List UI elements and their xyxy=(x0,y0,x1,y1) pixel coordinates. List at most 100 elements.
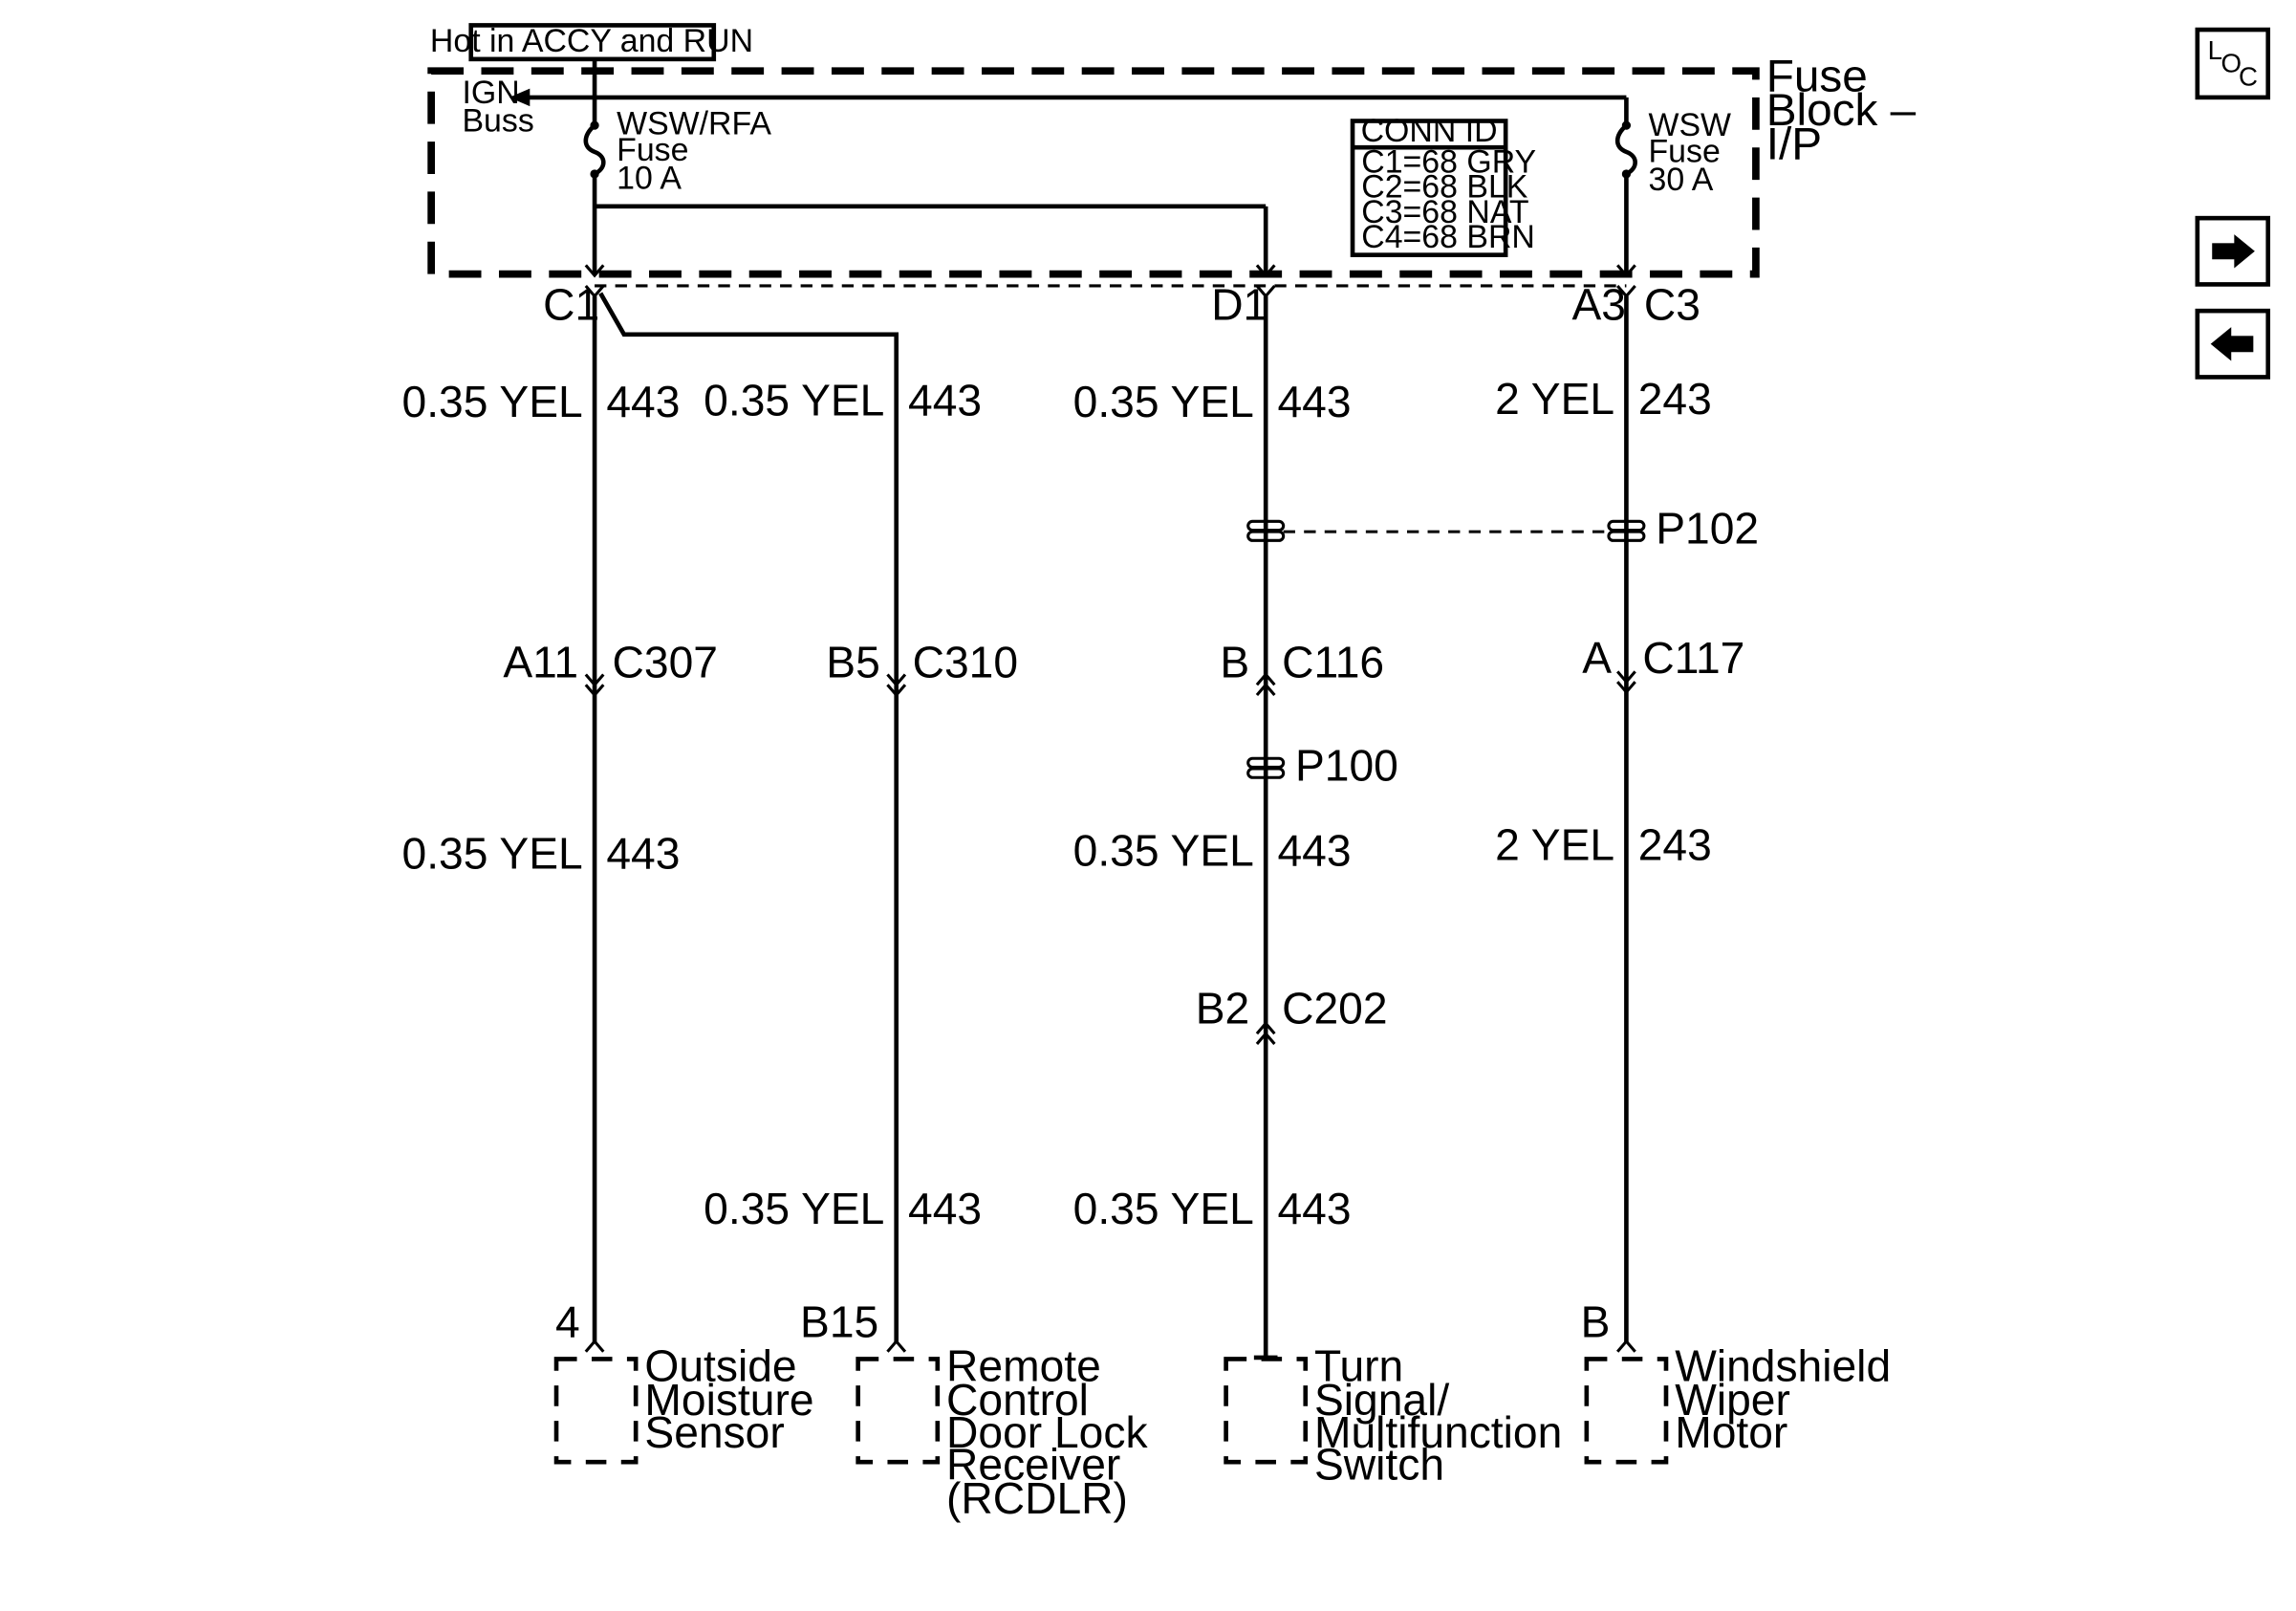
connector-a3-label: A3 xyxy=(1571,279,1626,329)
conn-id-row: C4=68 BRN xyxy=(1361,219,1535,255)
wire-1-mid-color: 0.35 YEL xyxy=(402,829,583,879)
wiper-motor-line: Wiper xyxy=(1675,1375,1790,1425)
grommet-p102-label: P102 xyxy=(1656,503,1759,553)
connector-c307-label: C307 xyxy=(613,638,718,687)
conn-id-row: C2=68 BLK xyxy=(1361,169,1528,206)
wiper-motor-box xyxy=(1584,1357,1669,1465)
arrow-right-icon xyxy=(2212,234,2255,269)
hot-label: Hot in ACCY and RUN xyxy=(430,23,753,59)
wiper-motor-line: Motor xyxy=(1675,1407,1787,1457)
fuse-left-name: WSW/RFA xyxy=(617,105,771,142)
ign-buss-label-2: Buss xyxy=(462,102,533,139)
arrow-left-icon xyxy=(2210,327,2254,361)
wire-3-bot-circuit: 443 xyxy=(1277,1184,1351,1233)
wire-4-mid-circuit: 243 xyxy=(1638,819,1712,869)
grommet-wire-3 xyxy=(1246,519,1286,542)
wiper-motor-line: Windshield xyxy=(1675,1341,1891,1391)
pin-b-label: B xyxy=(1581,1296,1611,1346)
wire-1-circuit: 443 xyxy=(606,377,680,426)
connector-b2-label: B2 xyxy=(1196,983,1250,1033)
rcdlr-line: (RCDLR) xyxy=(946,1473,1128,1523)
pin-outside-moisture xyxy=(584,1339,605,1353)
connector-c116-symbol xyxy=(1255,672,1276,697)
turn-signal-line: Signal/ xyxy=(1314,1375,1449,1425)
turn-signal-line: Multifunction xyxy=(1314,1407,1562,1457)
fuse-block-title-1: Fuse xyxy=(1766,52,1868,102)
wire-4-circuit: 243 xyxy=(1638,374,1712,424)
fuse-right-terminal-bottom xyxy=(1621,169,1632,179)
rcdlr-line: Door Lock xyxy=(946,1407,1148,1457)
connector-c1-label: C1 xyxy=(543,279,599,329)
rcdlr-box xyxy=(856,1357,941,1465)
loc-letter: O xyxy=(2220,49,2242,78)
wire-3-mid-circuit: 443 xyxy=(1277,826,1351,876)
wire-2-bot-circuit: 443 xyxy=(908,1184,982,1233)
grommet-p100 xyxy=(1246,756,1286,779)
wire-1-mid-circuit: 443 xyxy=(606,829,680,879)
fuse-right-rating: 30 A xyxy=(1649,162,1714,198)
turn-signal-switch-box xyxy=(1224,1357,1309,1465)
connector-c202-symbol xyxy=(1255,1021,1276,1045)
hot-label-box xyxy=(468,23,717,62)
outside-moisture-line: Moisture xyxy=(644,1375,813,1425)
connector-d1-label: D1 xyxy=(1211,279,1267,329)
connector-c3-label: C3 xyxy=(1644,279,1700,329)
fuse-right-name: WSW xyxy=(1649,107,1732,143)
wire-3-bot-color: 0.35 YEL xyxy=(1073,1184,1254,1233)
loc-letter: L xyxy=(2208,35,2222,65)
connector-c116-label: C116 xyxy=(1282,638,1384,687)
connector-b5-label: B5 xyxy=(826,638,879,687)
pin-4-label: 4 xyxy=(555,1296,580,1346)
wire-3-color: 0.35 YEL xyxy=(1073,377,1254,426)
fuse-block-outline xyxy=(427,67,1760,278)
wire-3-circuit: 443 xyxy=(1277,377,1351,426)
ign-buss-label-1: IGN xyxy=(462,75,519,111)
connector-c117-symbol xyxy=(1616,670,1636,695)
fuse-right-symbol xyxy=(1614,123,1637,274)
turn-signal-line: Switch xyxy=(1314,1440,1444,1490)
pin-wiper-motor xyxy=(1616,1339,1636,1353)
grommet-p100-label: P100 xyxy=(1295,740,1398,790)
outside-moisture-line: Outside xyxy=(644,1341,796,1391)
location-button[interactable]: L O C xyxy=(2195,27,2271,100)
rcdlr-line: Receiver xyxy=(946,1440,1120,1490)
connector-a11-label: A11 xyxy=(503,638,578,687)
fuse-right-word: Fuse xyxy=(1649,134,1721,170)
connector-b-label: B xyxy=(1220,638,1249,687)
wire-2-color: 0.35 YEL xyxy=(704,375,884,425)
fuse-left-rating: 10 A xyxy=(617,160,682,196)
pin-rcdlr xyxy=(886,1339,907,1353)
wire-3-mid-color: 0.35 YEL xyxy=(1073,826,1254,876)
connector-c310-symbol xyxy=(886,673,907,698)
fuse-left-terminal-bottom xyxy=(590,169,599,179)
fuse-left-word: Fuse xyxy=(617,132,688,168)
previous-page-button[interactable] xyxy=(2195,308,2271,380)
fuse-block-title-2: Block – xyxy=(1766,85,1917,136)
wire-2-bot-color: 0.35 YEL xyxy=(704,1184,884,1233)
turn-signal-line: Turn xyxy=(1314,1341,1403,1391)
rcdlr-line: Control xyxy=(946,1375,1089,1425)
fuse-left-symbol xyxy=(583,97,606,274)
ign-buss-arrow xyxy=(509,88,531,107)
wire-1-color: 0.35 YEL xyxy=(402,377,583,426)
conn-id-title: CONN ID xyxy=(1361,113,1498,149)
loc-letter: C xyxy=(2239,62,2258,92)
wire-2-circuit: 443 xyxy=(908,375,982,425)
rcdlr-line: Remote xyxy=(946,1341,1101,1391)
connector-c307-symbol xyxy=(584,673,605,698)
connector-c310-label: C310 xyxy=(913,638,1018,687)
fuse-block-title-3: I/P xyxy=(1766,120,1822,170)
connector-c117-label: C117 xyxy=(1642,633,1744,683)
outside-moisture-line: Sensor xyxy=(644,1407,784,1457)
connector-a-label: A xyxy=(1582,633,1612,683)
conn-id-row: C1=68 GRY xyxy=(1361,143,1536,180)
wire-2 xyxy=(598,292,899,1343)
wire-4-mid-color: 2 YEL xyxy=(1495,819,1614,869)
outside-moisture-sensor-box xyxy=(553,1357,639,1465)
wire-4-color: 2 YEL xyxy=(1495,374,1614,424)
next-page-button[interactable] xyxy=(2195,215,2271,287)
connector-c202-label: C202 xyxy=(1282,983,1387,1033)
grommet-wire-4 xyxy=(1607,519,1646,542)
pin-b15-label: B15 xyxy=(800,1296,878,1346)
